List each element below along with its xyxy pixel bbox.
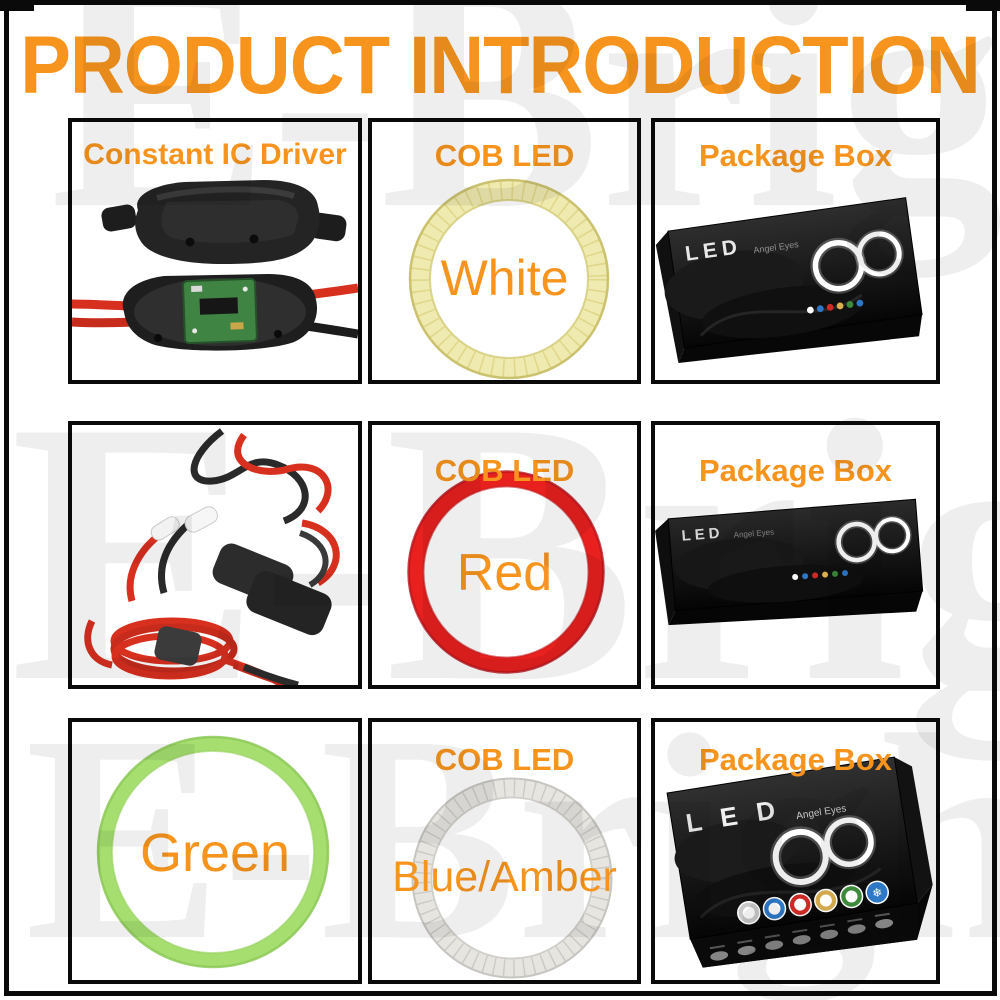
cob-ring-green: [96, 735, 330, 969]
frame-corner-left: [0, 0, 34, 11]
box-sub-text: Angel Eyes: [733, 528, 774, 540]
color-swatch-row: [792, 570, 849, 580]
cell-label: COB LED: [434, 742, 575, 777]
ring-color-name: Green: [139, 823, 291, 883]
cell-label: Package Box: [699, 138, 892, 173]
frame-right: [992, 0, 997, 996]
grid-cell-wiring: [68, 421, 362, 689]
cob-ring-blue-amber: [411, 777, 613, 979]
wire-connector: [150, 516, 180, 541]
cell-label: Constant IC Driver: [83, 138, 347, 171]
wire-coil: [110, 617, 238, 680]
cell-label: Package Box: [699, 742, 892, 777]
wire-connector: [184, 506, 218, 533]
grid-cell-cob-blue-amber: COB LED Blue/Amber: [368, 718, 641, 984]
ring-color-name: Blue/Amber: [392, 853, 617, 901]
angel-eye-rings: [810, 229, 904, 294]
package-box-photo: L E D Angel Eyes: [666, 756, 933, 968]
tab-size-marks: [709, 912, 890, 950]
angel-eye-rings: [834, 515, 912, 565]
page-title: PRODUCT INTRODUCTION: [20, 19, 981, 112]
grid-cell-package-box-1: Package Box LED Angel Eyes: [651, 118, 940, 384]
frame-corner-right: [966, 0, 1000, 11]
driver-case-closed: [101, 180, 347, 264]
grid-cell-cob-red: COB LED Red: [368, 421, 641, 689]
cell-label: COB LED: [434, 138, 575, 173]
cob-ring-white: [408, 178, 610, 380]
inline-driver-module: [246, 570, 332, 636]
grid-cell-package-box-3: Package Box L E D Angel Eyes: [651, 718, 940, 984]
frame-left: [4, 0, 9, 996]
box-brand-text: LED: [681, 525, 724, 545]
snowflake-icon: ❄: [871, 885, 883, 900]
frame-top: [0, 0, 1000, 5]
angel-eye-rings: [770, 815, 877, 888]
cell-label: COB LED: [434, 453, 575, 488]
color-swatch-row: [806, 299, 864, 314]
cob-ring-red: [407, 470, 605, 674]
cell-label: Package Box: [699, 453, 892, 488]
ring-color-name: White: [440, 250, 569, 306]
grid-cell-package-box-2: Package Box LED Angel Eyes: [651, 421, 940, 689]
frame-bottom: [4, 991, 997, 996]
driver-case-open: [72, 274, 358, 351]
package-box-photo: LED Angel Eyes: [655, 197, 923, 363]
grid-cell-driver: Constant IC Driver: [68, 118, 362, 384]
grid-cell-cob-green: Green: [68, 718, 362, 984]
driver-photo: [72, 180, 358, 351]
grid-cell-cob-white: COB LED White: [368, 118, 641, 384]
package-box-photo: LED Angel Eyes: [655, 498, 924, 626]
connector-tabs: [710, 919, 894, 961]
driver-pcb: [182, 277, 258, 345]
ring-color-name: Red: [456, 544, 553, 602]
color-swatch-row: ❄: [737, 880, 889, 925]
wiring-photo: [84, 428, 340, 685]
